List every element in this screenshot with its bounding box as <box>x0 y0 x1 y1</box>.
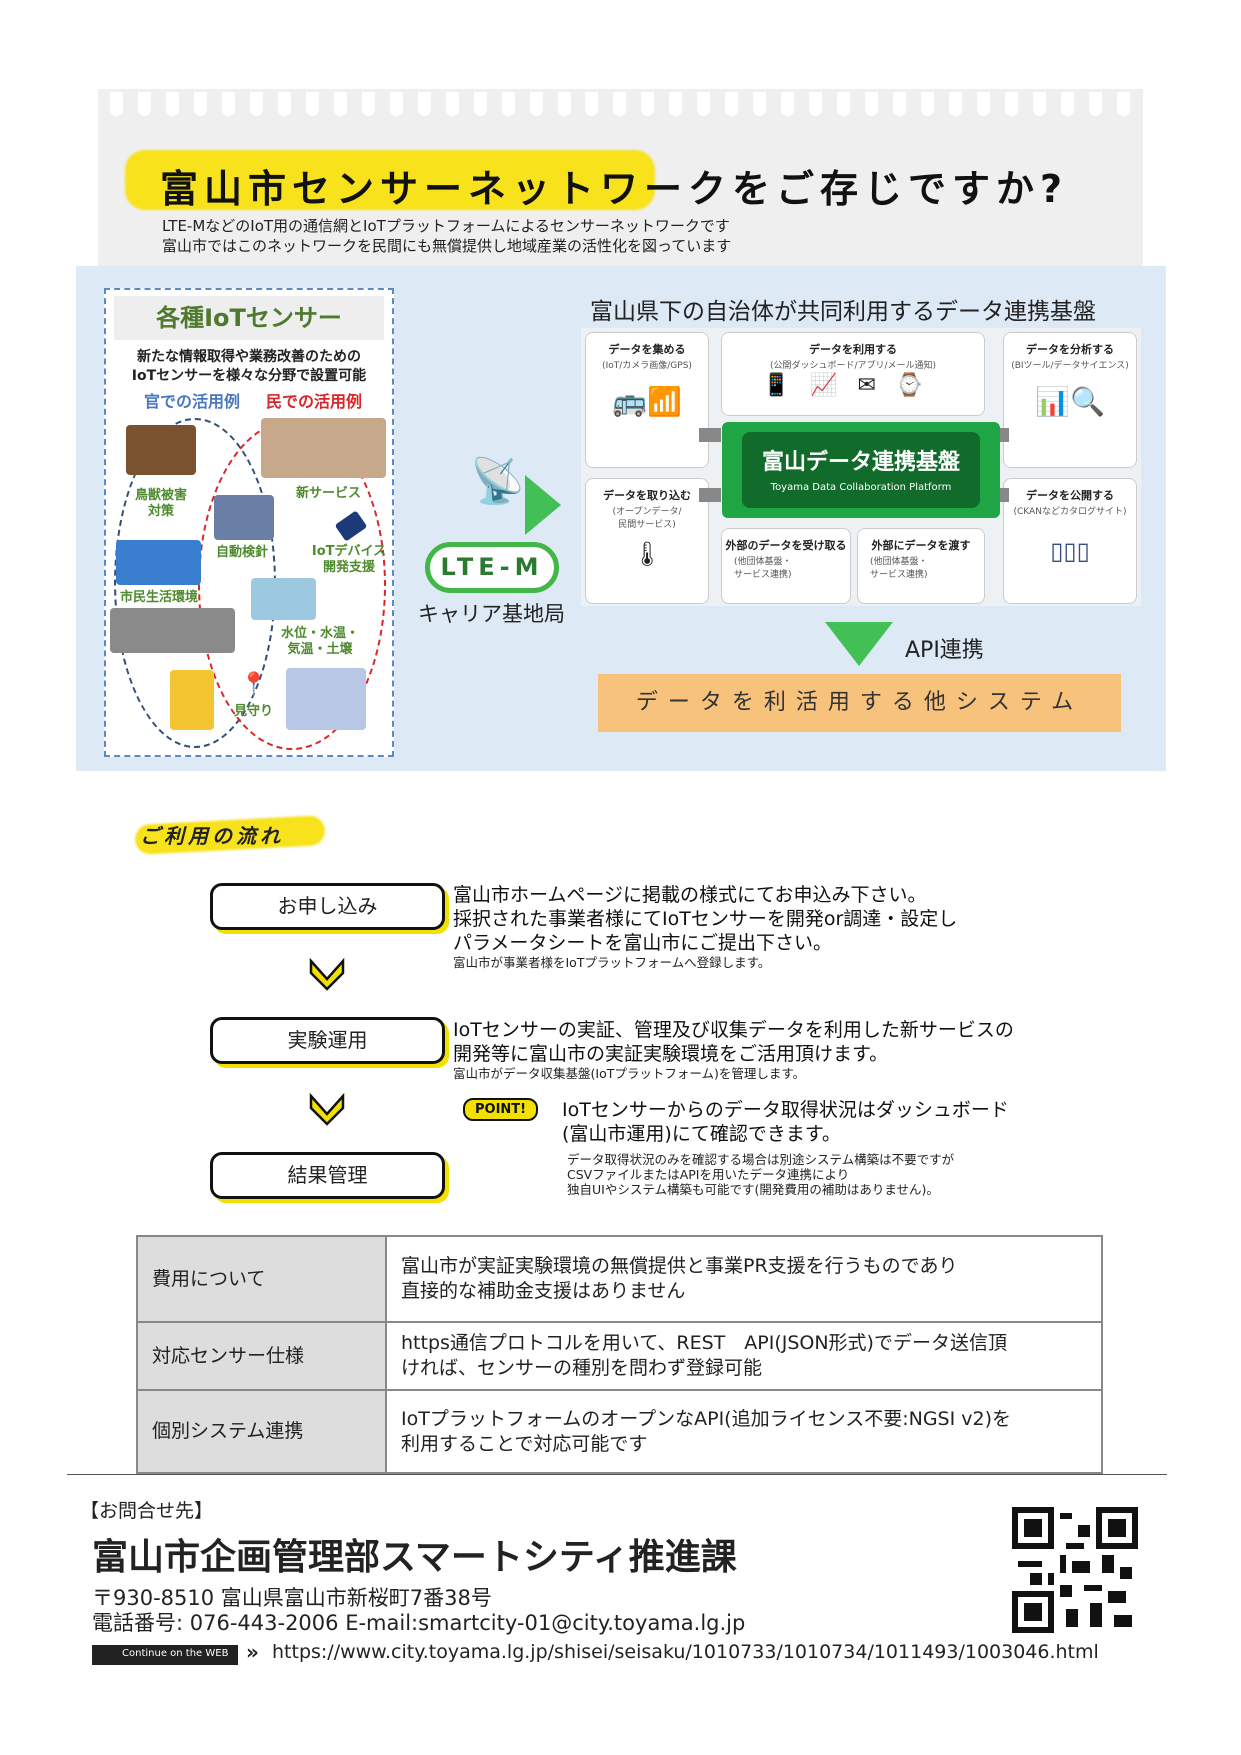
card-collect: データを集める(IoT/カメラ画像/GPS)🚌📶 <box>585 332 709 468</box>
arrow-icon <box>699 488 721 502</box>
label-life: 市民生活環境 <box>120 590 199 605</box>
people-image <box>261 418 386 478</box>
other-systems-box: データを利活用する他システム <box>598 674 1121 732</box>
notebook-holes <box>110 92 1130 118</box>
sensors-heading: 各種IoTセンサー <box>114 296 384 340</box>
step-results: 結果管理 <box>210 1152 445 1199</box>
card-send: 外部にデータを渡す(他団体基盤・ サービス連携) <box>857 528 985 604</box>
paddy-image <box>251 578 316 620</box>
bus-icon: 🚌📶 <box>612 385 682 418</box>
meter-image <box>214 495 274 540</box>
address: 〒930-8510 富山県富山市新桜町7番38号 <box>92 1586 492 1610</box>
header-subtitle: LTE-MなどのIoT用の通信網とIoTプラットフォームによるセンサーネットワー… <box>162 217 732 255</box>
thermometer-icon: 🌡 <box>631 540 663 568</box>
label-meter: 自動検針 <box>216 545 269 560</box>
database-icon: 📊🔍 <box>1035 385 1105 418</box>
arrow-down-icon <box>825 622 893 666</box>
label-newsvc: 新サービス <box>296 486 362 501</box>
step-apply: お申し込み <box>210 883 445 930</box>
flow-title: ご利用の流れ <box>140 824 284 848</box>
lte-m-badge: LTE-M <box>425 542 559 593</box>
child-image <box>170 670 214 730</box>
step-trial: 実験運用 <box>210 1017 445 1064</box>
step-trial-desc: IoTセンサーの実証、管理及び収集データを利用した新サービスの開発等に富山市の実… <box>453 1019 1014 1081</box>
arrow-icon <box>699 428 721 442</box>
antenna-icon: 📡 <box>470 456 525 507</box>
boar-image <box>126 425 196 475</box>
step-apply-desc: 富山市ホームページに掲載の様式にてお申込み下さい。採択された事業者様にてIoTセ… <box>453 884 958 970</box>
server-icon: ▯▯▯ <box>1050 537 1090 565</box>
page-title: 富山市センサーネットワークをご存じですか? <box>160 167 1069 211</box>
point-desc: IoTセンサーからのデータ取得状況はダッシュボード(富山市運用)にて確認できます… <box>562 1099 1009 1197</box>
device-icons: 📱📈✉⌚ <box>762 373 944 398</box>
department-name: 富山市企画管理部スマートシティ推進課 <box>92 1537 737 1578</box>
diagram-title: 富山県下の自治体が共同利用するデータ連携基盤 <box>590 299 1096 325</box>
arrow-right-icon <box>525 475 561 535</box>
highlight-brush <box>125 150 655 210</box>
tram-photo <box>110 608 235 653</box>
platform-core: 富山データ連携基盤 Toyama Data Collaboration Platf… <box>722 422 1000 518</box>
info-table: 費用について富山市が実証実験環境の無償提供と事業PR支援を行うものであり直接的な… <box>136 1235 1103 1474</box>
gov-label: 官での活用例 <box>144 392 241 411</box>
phone-email: 電話番号: 076-443-2006 E-mail:smartcity-01@c… <box>92 1611 746 1635</box>
divider <box>67 1474 1167 1475</box>
point-badge: POINT! <box>463 1098 539 1121</box>
website-link[interactable]: https://www.city.toyama.lg.jp/shisei/sei… <box>272 1641 1099 1663</box>
card-use: データを利用する(公開ダッシュボード/アプリ/メール通知)📱📈✉⌚ <box>721 332 985 416</box>
label-device: IoTデバイス 開発支援 <box>311 544 387 575</box>
label-wildlife: 鳥獣被害 対策 <box>134 488 187 519</box>
card-ingest: データを取り込む(オープンデータ/ 民間サービス)🌡 <box>585 478 709 604</box>
garbage-truck-image <box>116 540 201 585</box>
label-watch: 見守り <box>234 704 274 719</box>
location-pin-icon: 📍 <box>240 672 268 697</box>
platform-name-ja: 富山データ連携基盤 <box>761 450 960 475</box>
label-water: 水位・水温・ 気温・土壌 <box>280 626 359 657</box>
platform-name-en: Toyama Data Collaboration Platform <box>770 482 952 493</box>
card-receive: 外部のデータを受け取る(他団体基盤・ サービス連携) <box>721 528 851 604</box>
card-publish: データを公開する(CKANなどカタログサイト)▯▯▯ <box>1003 478 1137 604</box>
table-row: 費用について富山市が実証実験環境の無償提供と事業PR支援を行うものであり直接的な… <box>136 1235 1103 1323</box>
double-chevron-icon: » <box>246 1640 259 1664</box>
qr-code[interactable] <box>1012 1507 1138 1633</box>
chevron-down-icon <box>309 957 345 991</box>
carrier-label: キャリア基地局 <box>418 602 565 626</box>
api-label: API連携 <box>905 638 984 663</box>
contact-label: 【お問合せ先】 <box>80 1500 214 1522</box>
web-badge: Continue on the WEB <box>92 1645 239 1665</box>
elderly-image <box>286 668 366 730</box>
card-analyze: データを分析する(BIツール/データサイエンス)📊🔍 <box>1003 332 1137 468</box>
chevron-down-icon <box>309 1092 345 1126</box>
priv-label: 民での活用例 <box>266 392 363 411</box>
platform-core-inner: 富山データ連携基盤 Toyama Data Collaboration Platf… <box>742 432 980 508</box>
